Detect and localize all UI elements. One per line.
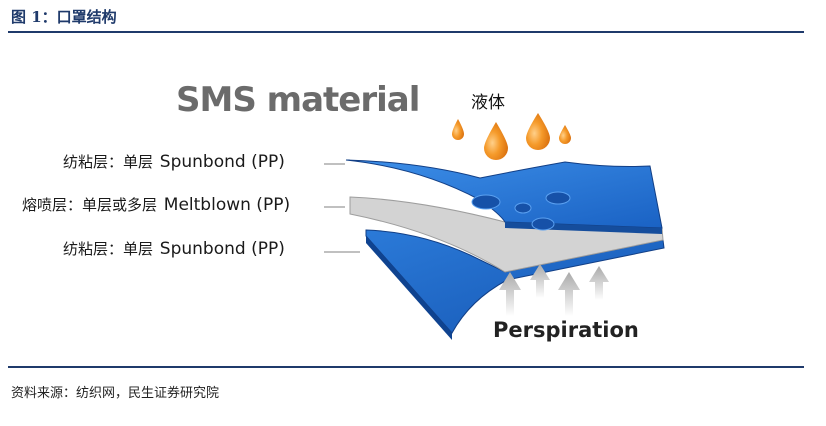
bottom-rule	[8, 366, 804, 368]
layer-middle-zh: 熔喷层：单层或多层	[22, 196, 158, 214]
layer-bottom-zh: 纺粘层：单层	[63, 240, 154, 258]
liquid-bead	[545, 191, 571, 205]
source-note: 资料来源：纺织网，民生证券研究院	[11, 386, 220, 401]
droplet-icon	[452, 119, 464, 140]
layer-top-zh: 纺粘层：单层	[63, 153, 154, 171]
layer-top-en: Spunbond (PP)	[159, 152, 285, 172]
layer-label-top: 纺粘层：单层 Spunbond (PP)	[63, 151, 285, 172]
spunbond-bottom-edge	[366, 236, 452, 340]
perspiration-label: Perspiration	[493, 318, 639, 342]
droplet-icon	[484, 122, 508, 160]
top-rule	[8, 31, 804, 33]
arrow-up-icon	[499, 272, 521, 316]
arrow-up-icon	[558, 272, 580, 316]
spunbond-top-layer	[345, 159, 663, 229]
liquid-bead	[514, 202, 532, 214]
liquid-bead	[471, 194, 501, 210]
meltblown-middle-layer	[349, 196, 664, 273]
layer-middle-en: Meltblown (PP)	[163, 195, 291, 215]
layer-label-bottom: 纺粘层：单层 Spunbond (PP)	[63, 238, 285, 259]
liquid-bead	[531, 217, 555, 231]
layer-bottom-en: Spunbond (PP)	[159, 239, 285, 259]
droplet-icon	[559, 125, 571, 144]
figure-title: 图 1：口罩结构	[11, 8, 117, 26]
arrow-up-icon	[530, 264, 550, 298]
liquid-label: 液体	[471, 93, 505, 113]
layer-label-middle: 熔喷层：单层或多层 Meltblown (PP)	[22, 194, 290, 215]
diagram-title: SMS material	[176, 80, 420, 120]
droplet-icon	[526, 113, 550, 150]
arrow-up-icon	[589, 266, 609, 300]
